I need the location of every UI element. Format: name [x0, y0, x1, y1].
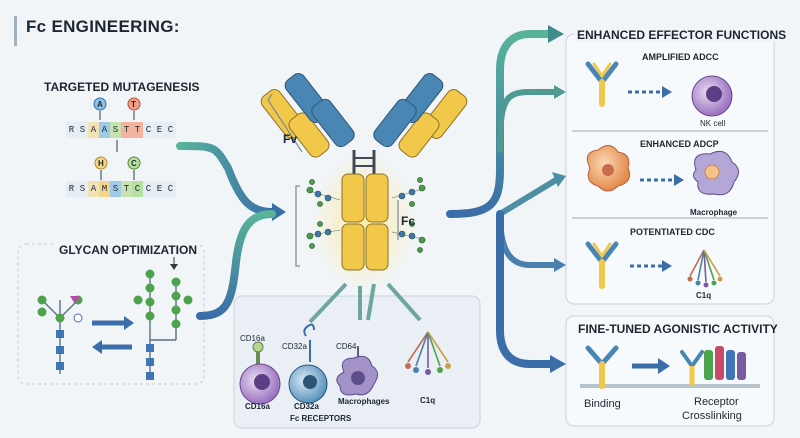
out-arrow-adcc-head — [554, 85, 566, 99]
crosslinked-receptors — [680, 346, 746, 386]
title-bar — [14, 16, 17, 46]
seq2-residue: C — [143, 181, 154, 197]
mutagenesis-arrow — [176, 142, 276, 216]
mutation-marker-a: A — [97, 100, 103, 109]
binding-antibody — [585, 345, 619, 389]
c1q-glyph — [687, 249, 723, 288]
out-arrow-top-head — [548, 25, 564, 43]
receptor-top-cd64: CD64 — [336, 342, 357, 351]
crosslinking-label: Crosslinking — [682, 410, 742, 422]
fv-label: Fv — [283, 132, 298, 146]
fc-receptors-caption: Fc RECEPTORS — [290, 414, 352, 423]
nk-cell-label: NK cell — [700, 119, 726, 128]
nk-cell-nucleus — [706, 86, 722, 102]
page-title: Fc ENGINEERING: — [26, 17, 180, 36]
seq2-residue: E — [154, 181, 165, 197]
out-arrow-adcp-head — [552, 172, 566, 187]
receptor-label-c1q: C1q — [420, 396, 436, 405]
target-cell-nucleus — [602, 164, 614, 176]
fc-label: Fc — [401, 214, 416, 228]
glycan-trees-right — [133, 252, 193, 380]
seq1-residue: A — [99, 122, 110, 138]
out-arrow-top — [446, 30, 554, 218]
receptor-top-cd16a: CD16a — [240, 334, 265, 343]
seq2-residue: M — [99, 181, 110, 197]
receptor-label-cd16a: CD16a — [245, 402, 270, 411]
receptor-top-cd32a: CD32a — [282, 342, 307, 351]
glycan-arrow — [196, 210, 276, 320]
agonistic-heading: FINE-TUNED AGONISTIC ACTIVITY — [578, 322, 778, 336]
receptor-label-macrophages: Macrophages — [338, 397, 390, 406]
cd32a-cell — [288, 323, 328, 404]
macrophage-cell — [336, 346, 378, 396]
receptor-label: Receptor — [694, 396, 739, 408]
mutagenesis-markers — [93, 97, 141, 180]
out-arrow-cdc — [497, 211, 559, 268]
glycan-tree-left — [37, 295, 83, 374]
sequence-mutated: R S A M S T C C E C — [66, 181, 176, 197]
glycan-heading: GLYCAN OPTIMIZATION — [56, 243, 200, 257]
fc-glow — [312, 152, 416, 292]
adcp-arrow-head — [674, 174, 684, 186]
out-arrow-cdc-head — [554, 258, 566, 272]
adcc-antibody — [585, 61, 619, 107]
seq2-residue: C — [132, 181, 143, 197]
out-arrow-adcc — [497, 89, 559, 153]
receptor-label-cd32a: CD32a — [294, 402, 319, 411]
agonistic-arrow-head — [658, 358, 670, 374]
adcp-title: ENHANCED ADCP — [640, 139, 719, 149]
seq1-residue: C — [143, 122, 154, 138]
cdc-antibody — [585, 241, 619, 289]
seq2-residue: A — [88, 181, 99, 197]
out-arrow-adcp — [497, 177, 559, 217]
seq1-residue: E — [154, 122, 165, 138]
adcc-title: AMPLIFIED ADCC — [642, 52, 719, 62]
binding-label: Binding — [584, 398, 621, 410]
c1q-receptor-glyph — [405, 331, 451, 375]
seq1-residue: A — [88, 122, 99, 138]
macrophage-label: Macrophage — [690, 208, 738, 217]
fc-bracket-left — [295, 185, 300, 267]
macrophage-vesicle — [704, 164, 720, 180]
seq1-residue: C — [165, 122, 176, 138]
cdc-title: POTENTIATED CDC — [630, 227, 715, 237]
seq2-residue: S — [77, 181, 88, 197]
antibody-left-arm — [260, 73, 355, 158]
effector-heading: ENHANCED EFFECTOR FUNCTIONS — [574, 28, 790, 42]
mutagenesis-arrow-head — [272, 203, 286, 221]
fc-receptor-arrows — [308, 282, 422, 324]
mutation-marker-t: T — [131, 100, 136, 109]
mutagenesis-heading: TARGETED MUTAGENESIS — [44, 80, 200, 94]
cdc-arrow-head — [662, 260, 672, 272]
fc-glycans — [305, 177, 427, 253]
seq2-residue: R — [66, 181, 77, 197]
glycan-swap-arrows — [92, 316, 134, 354]
out-arrow-agonistic — [496, 210, 556, 368]
out-arrow-agonistic-head — [550, 355, 566, 373]
antibody-hinge — [352, 150, 376, 176]
cd16a-cell — [239, 341, 281, 405]
adcc-arrow-head — [662, 86, 672, 98]
seq2-residue: S — [110, 181, 121, 197]
antibody-fc — [341, 173, 389, 271]
seq1-residue: S — [110, 122, 121, 138]
mutation-marker-h: H — [98, 159, 104, 168]
seq2-residue: C — [165, 181, 176, 197]
c1q-label: C1q — [696, 291, 712, 300]
fv-bracket — [267, 93, 303, 153]
seq1-residue: T — [132, 122, 143, 138]
sequence-original: R S A A S T T C E C — [66, 122, 176, 138]
seq2-residue: T — [121, 181, 132, 197]
agonistic-panel — [565, 315, 775, 427]
mutation-marker-c: C — [131, 159, 137, 168]
seq1-residue: S — [77, 122, 88, 138]
seq1-residue: T — [121, 122, 132, 138]
antibody-right-arm — [373, 73, 468, 158]
seq1-residue: R — [66, 122, 77, 138]
